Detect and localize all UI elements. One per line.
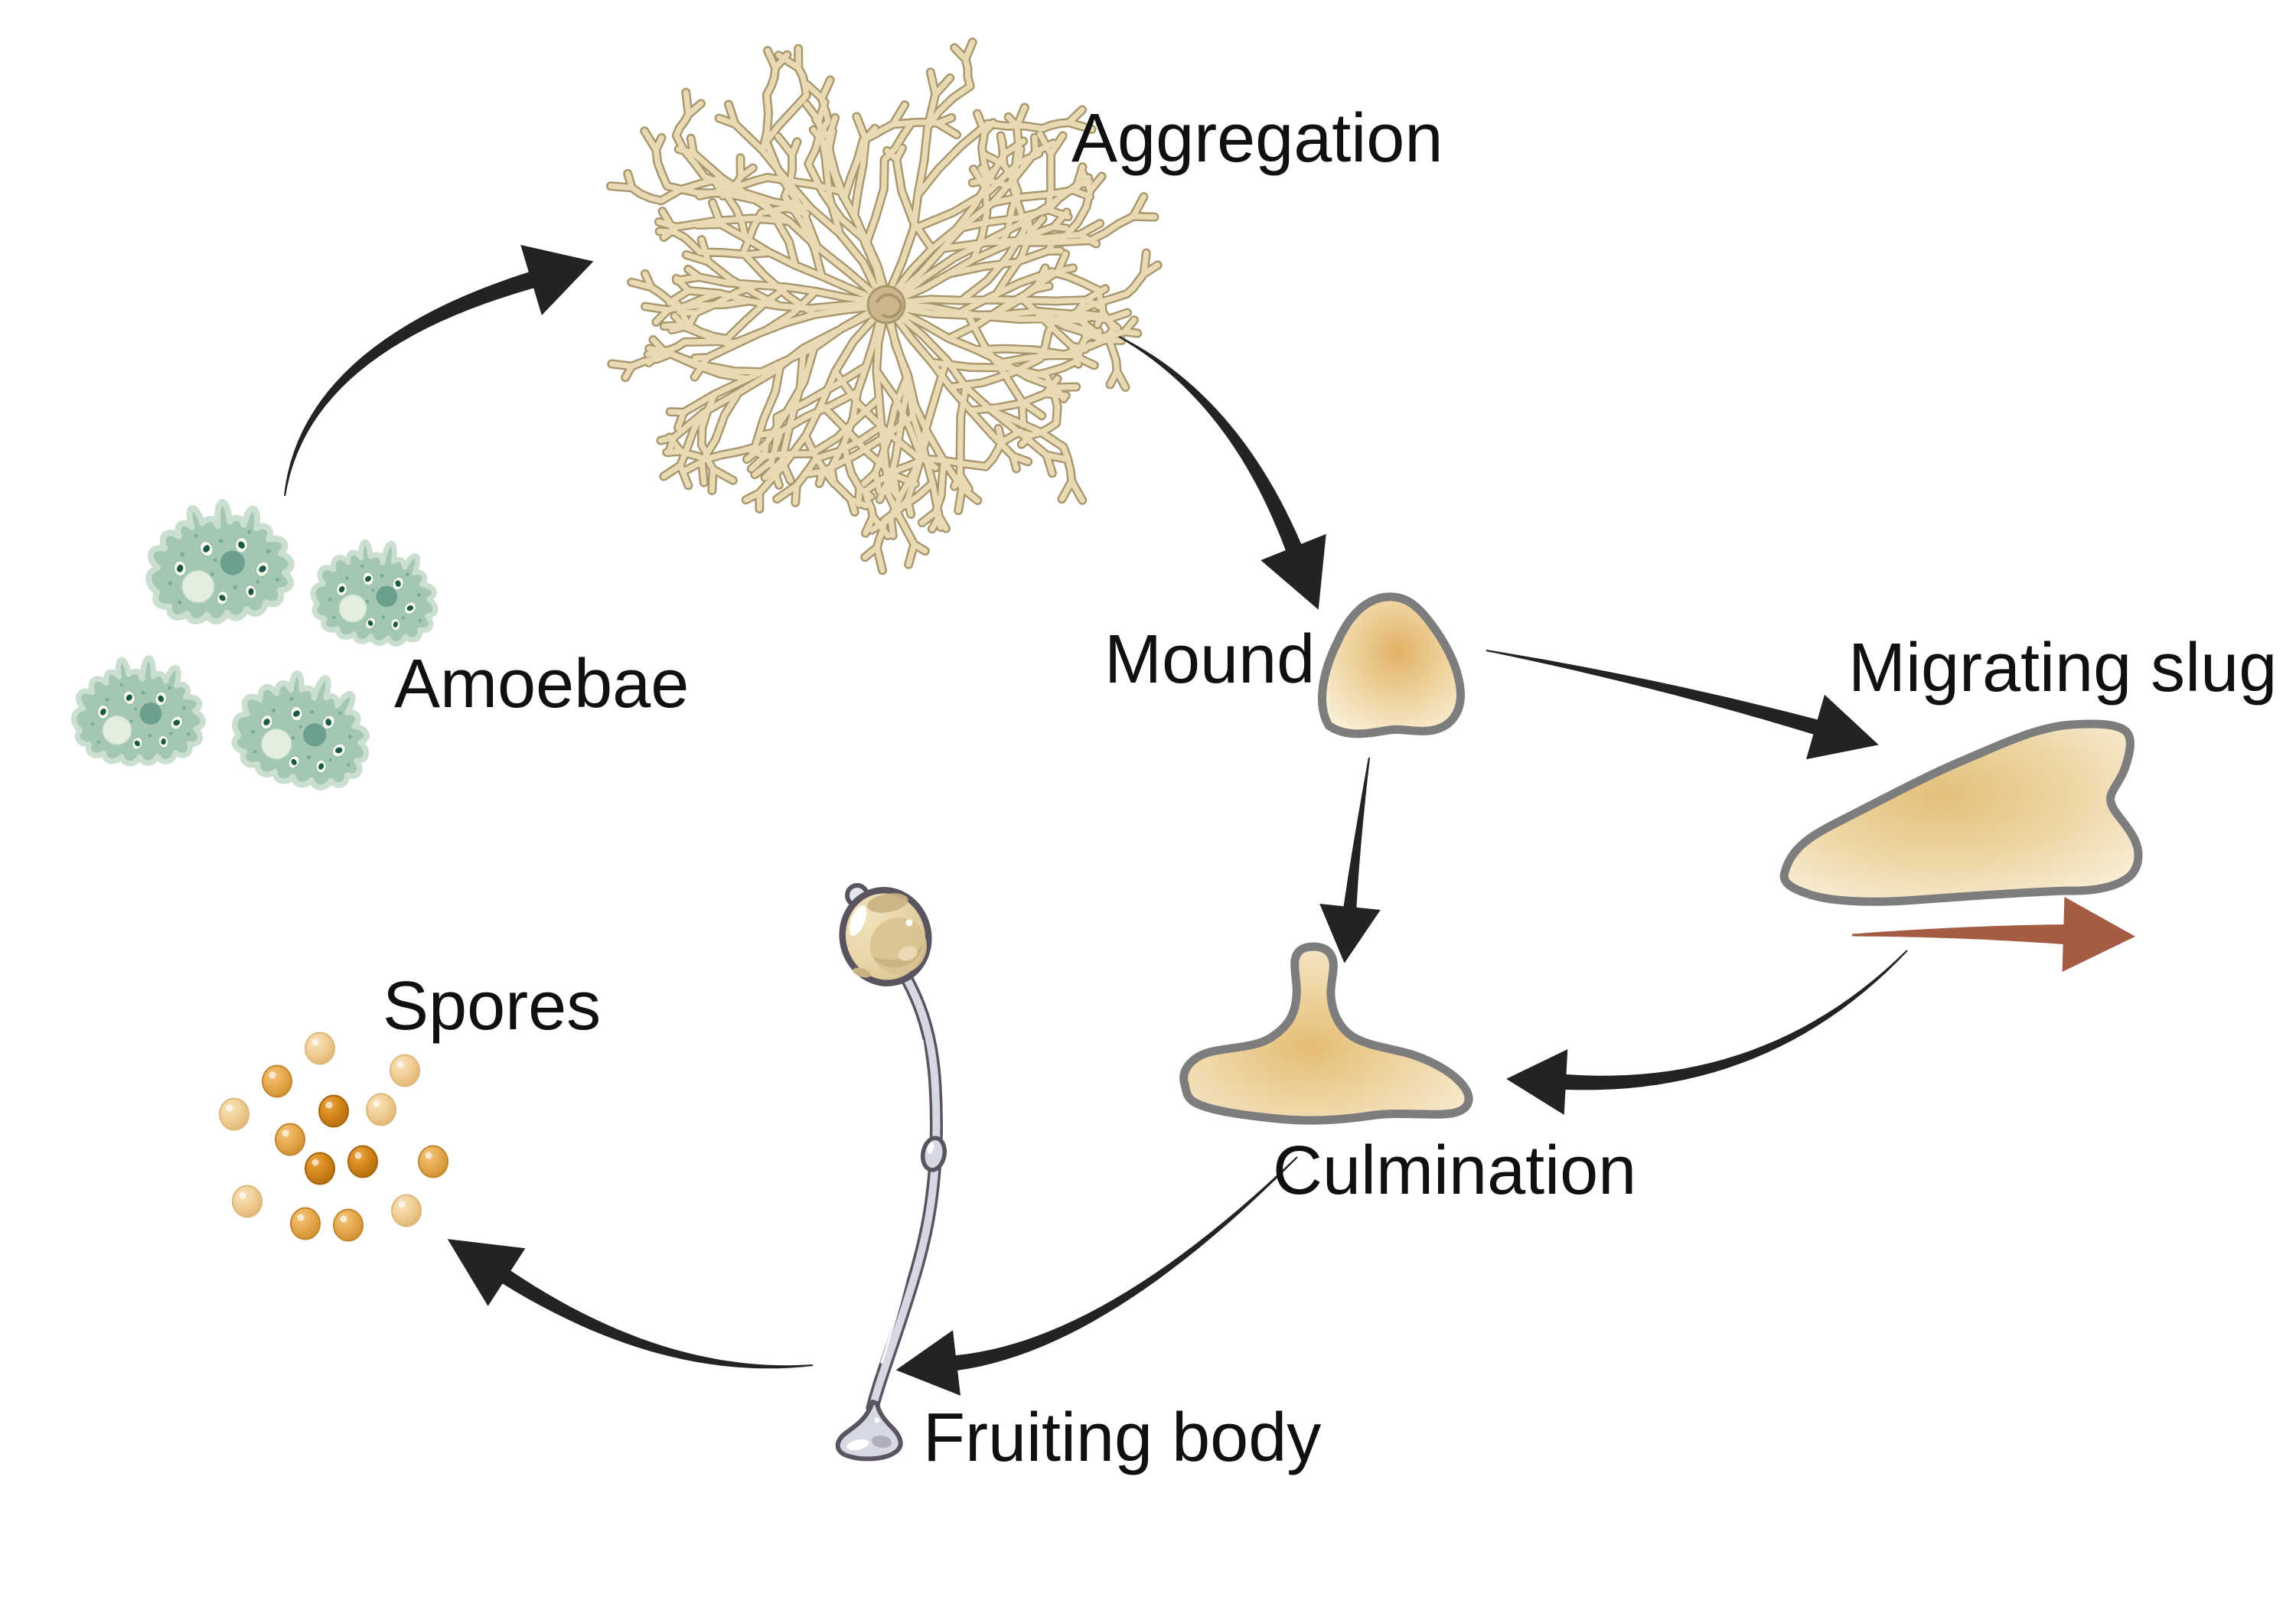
spore — [262, 1064, 292, 1098]
spore — [305, 1152, 335, 1185]
culmination-shape — [1179, 942, 1473, 1125]
spore — [418, 1145, 448, 1178]
spore — [347, 1145, 378, 1178]
label-migrating-slug: Migrating slug — [1848, 630, 2278, 706]
fruiting-body-illustration — [835, 883, 947, 1462]
label-culmination: Culmination — [1273, 1133, 1637, 1209]
arrow-aggregation-to-mound — [1118, 336, 1326, 610]
spore — [366, 1093, 396, 1126]
arrow-mound-to-culmination — [1319, 757, 1381, 963]
arrow-amoebae-to-aggregation — [284, 245, 594, 497]
arrow-migrating-slug-to-culmination — [1506, 950, 1908, 1115]
spore — [232, 1185, 263, 1218]
amoeba-cell — [223, 658, 383, 800]
label-spores: Spores — [383, 968, 602, 1045]
migrating-slug-shape — [1779, 719, 2143, 906]
arrow-slug-migration-direction — [1851, 897, 2135, 972]
amoeba-cell — [142, 495, 297, 627]
label-fruiting-body: Fruiting body — [923, 1400, 1322, 1476]
label-aggregation: Aggregation — [1071, 100, 1443, 177]
mound-shape — [1317, 592, 1465, 738]
spores-cluster — [219, 1032, 448, 1242]
spore — [305, 1032, 335, 1065]
flow-arrows — [284, 245, 2135, 1396]
stalk-base — [835, 1400, 903, 1462]
arrow-culmination-to-fruiting-body — [895, 1156, 1298, 1396]
spore — [275, 1123, 305, 1156]
stalk — [869, 973, 941, 1412]
spore — [318, 1094, 349, 1128]
label-amoebae: Amoebae — [394, 646, 690, 722]
spore — [390, 1054, 420, 1087]
spore — [219, 1097, 249, 1131]
aggregation-illustration — [605, 37, 1163, 575]
spore — [333, 1208, 364, 1242]
arrow-mound-to-migrating-slug — [1486, 650, 1879, 760]
stalk-bump — [920, 1136, 947, 1172]
amoeba-cell — [307, 533, 445, 652]
amoeba-cell — [72, 655, 205, 766]
arrow-fruiting-body-to-spores — [447, 1239, 814, 1369]
spore — [290, 1207, 321, 1240]
amoebae-cluster — [72, 495, 444, 800]
label-mound: Mound — [1104, 621, 1316, 698]
spore — [391, 1194, 422, 1227]
